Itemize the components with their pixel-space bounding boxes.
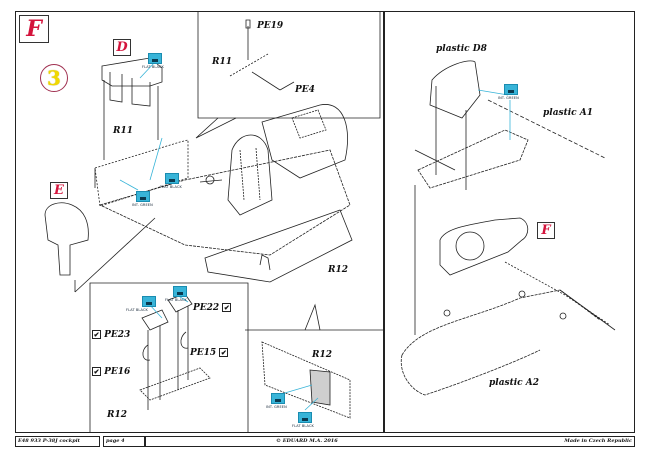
instruction-frame bbox=[15, 11, 635, 433]
label-pe16: ✔ PE16 bbox=[92, 367, 130, 377]
paint-callout-label: INT. GREEN bbox=[132, 203, 153, 207]
inset-box-pedals bbox=[89, 282, 249, 432]
label-plastic-a1: plastic A1 bbox=[543, 108, 594, 118]
paint-callout-label: INT. GREEN bbox=[266, 405, 287, 409]
paint-callout-icon bbox=[173, 286, 187, 297]
label-pe22-text: PE22 bbox=[193, 303, 220, 313]
label-plastic-a2: plastic A2 bbox=[489, 378, 540, 388]
footer-main: © EDUARD M.A. 2016 Made in Czech Republi… bbox=[145, 436, 635, 447]
paint-callout-label: FLAT BLACK bbox=[142, 65, 164, 69]
footer-page: page 4 bbox=[103, 436, 145, 447]
footer-product: E48 933 P-38J cockpit bbox=[15, 436, 100, 447]
label-pe16-text: PE16 bbox=[104, 367, 131, 377]
label-pe4: PE4 bbox=[295, 85, 315, 95]
footer-copyright: © EDUARD M.A. 2016 bbox=[276, 438, 338, 444]
paint-callout-icon bbox=[298, 412, 312, 423]
paint-callout-label: FLAT BLACK bbox=[160, 185, 182, 189]
paint-callout-icon bbox=[271, 393, 285, 404]
paint-callout-icon bbox=[136, 191, 150, 202]
bend-check-icon: ✔ bbox=[219, 348, 229, 357]
bend-check-icon: ✔ bbox=[222, 303, 232, 312]
paint-callout-label: FLAT BLACK bbox=[165, 298, 187, 302]
label-pe15: PE15 ✔ bbox=[190, 348, 229, 358]
paint-callout-label: FLAT BLACK bbox=[292, 424, 314, 428]
bend-check-icon: ✔ bbox=[92, 330, 101, 339]
label-r11-inset: R11 bbox=[212, 57, 233, 67]
page-footer: E48 933 P-38J cockpit page 4 © EDUARD M.… bbox=[15, 436, 635, 447]
label-pe19: PE19 bbox=[257, 21, 284, 31]
label-pe23-text: PE23 bbox=[104, 330, 131, 340]
bend-check-icon: ✔ bbox=[92, 367, 101, 376]
paint-callout-icon bbox=[504, 84, 518, 95]
panel-divider bbox=[383, 11, 385, 433]
label-pe15-text: PE15 bbox=[190, 348, 217, 358]
paint-callout-icon bbox=[142, 296, 156, 307]
step-number-circle: 3 bbox=[40, 64, 68, 92]
label-plastic-d8: plastic D8 bbox=[436, 44, 487, 54]
footer-made-in: Made in Czech Republic bbox=[564, 438, 632, 444]
label-pe23: ✔ PE23 bbox=[92, 330, 130, 340]
label-r12-pedals: R12 bbox=[107, 410, 128, 420]
paint-callout-icon bbox=[148, 53, 162, 64]
inset-box-top bbox=[197, 11, 381, 119]
label-r11: R11 bbox=[113, 126, 134, 136]
part-label-f: F bbox=[537, 222, 555, 239]
paint-callout-icon bbox=[165, 173, 179, 184]
label-r12-inset: R12 bbox=[312, 350, 333, 360]
paint-callout-label: FLAT BLACK bbox=[126, 308, 148, 312]
section-letter-badge: F bbox=[19, 15, 49, 43]
paint-callout-label: INT. GREEN bbox=[498, 96, 519, 100]
part-label-e: E bbox=[50, 182, 68, 199]
part-label-d: D bbox=[113, 39, 131, 56]
label-r12: R12 bbox=[328, 265, 349, 275]
label-pe22: PE22 ✔ bbox=[193, 303, 232, 313]
